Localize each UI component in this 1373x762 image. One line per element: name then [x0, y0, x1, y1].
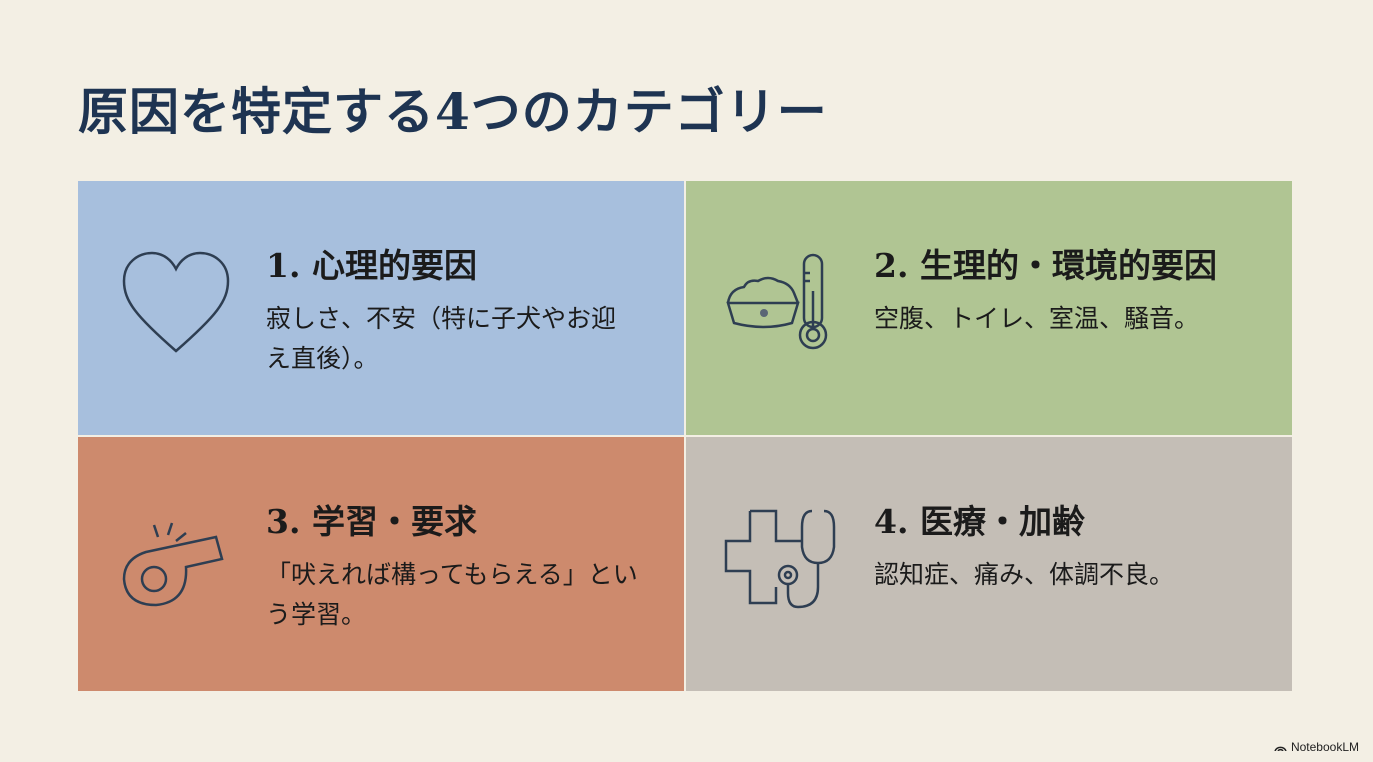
food-bowl-thermometer-icon — [724, 251, 844, 361]
brand-label: NotebookLM — [1290, 740, 1359, 754]
category-card-physiological-environmental: 2. 生理的・環境的要因 空腹、トイレ、室温、騒音。 — [686, 181, 1292, 435]
heart-icon — [116, 251, 236, 361]
category-card-psychological: 1. 心理的要因 寂しさ、不安（特に子犬やお迎え直後）。 — [78, 181, 684, 435]
category-description: 空腹、トイレ、室温、騒音。 — [874, 304, 1200, 333]
whistle-icon — [116, 507, 236, 617]
notebooklm-watermark: NotebookLM — [1274, 740, 1359, 754]
category-title: 3. 学習・要求 — [266, 502, 477, 541]
category-title: 1. 心理的要因 — [266, 246, 477, 285]
page-title: 原因を特定する4つのカテゴリー — [78, 82, 828, 141]
medical-cross-stethoscope-icon — [724, 507, 844, 617]
category-card-learning-demand: 3. 学習・要求 「吠えれば構ってもらえる」という学習。 — [78, 437, 684, 691]
category-title: 2. 生理的・環境的要因 — [874, 246, 1217, 285]
category-description: 認知症、痛み、体調不良。 — [874, 560, 1175, 589]
category-card-medical-aging: 4. 医療・加齢 認知症、痛み、体調不良。 — [686, 437, 1292, 691]
category-description: 「吠えれば構ってもらえる」という学習。 — [266, 560, 638, 629]
category-title: 4. 医療・加齢 — [874, 502, 1085, 541]
category-description: 寂しさ、不安（特に子犬やお迎え直後）。 — [266, 304, 617, 373]
notebooklm-logo-icon — [1274, 740, 1287, 754]
